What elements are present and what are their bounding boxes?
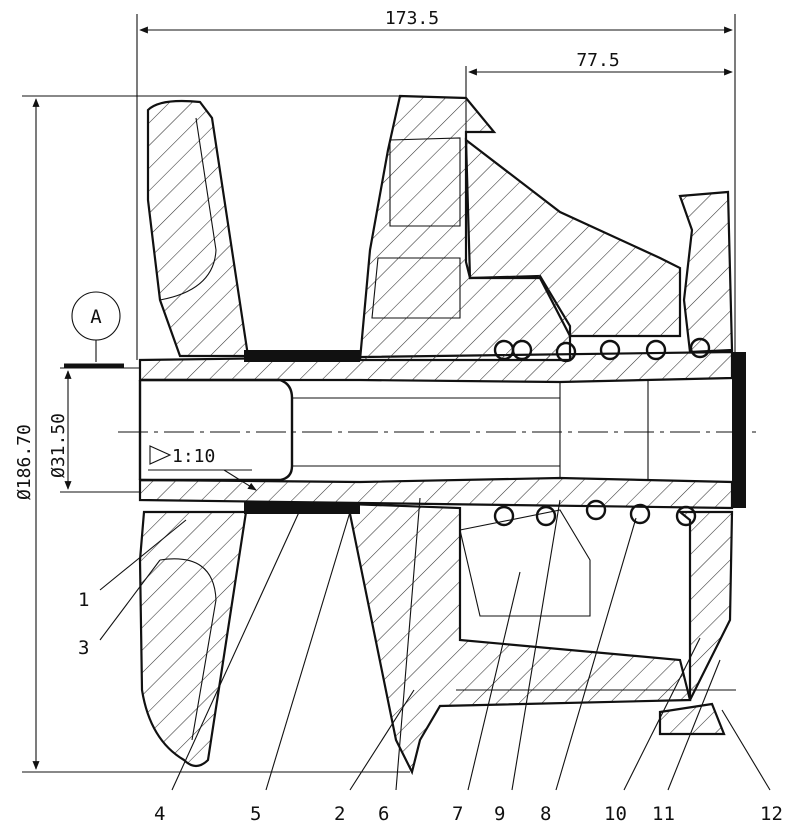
part-label-11: 11 [652, 803, 675, 825]
dimension-partial-length: 77.5 [466, 50, 732, 140]
part-label-6: 6 [378, 803, 389, 825]
part-label-7: 7 [452, 803, 463, 825]
dim-partial-length-text: 77.5 [576, 50, 619, 71]
shaft [140, 352, 746, 508]
part-label-10: 10 [604, 803, 627, 825]
part-label-9: 9 [494, 803, 505, 825]
taper-ratio-text: 1:10 [172, 446, 215, 467]
part-label-4: 4 [154, 803, 165, 825]
part-label-3: 3 [78, 637, 89, 659]
part-label-5: 5 [250, 803, 261, 825]
housing-center [348, 96, 690, 772]
datum-a: A [64, 292, 124, 366]
datum-a-label: A [90, 306, 102, 328]
part-label-2: 2 [334, 803, 345, 825]
dimension-bore-diameter: Ø31.50 [48, 368, 140, 492]
part-label-1: 1 [78, 589, 89, 611]
dim-outer-diameter-text: Ø186.70 [14, 424, 35, 500]
bushing-upper [244, 350, 360, 362]
bushing-lower [244, 502, 360, 514]
dim-overall-length-text: 173.5 [385, 8, 439, 29]
part-label-12: 12 [760, 803, 783, 825]
part-label-8: 8 [540, 803, 551, 825]
dim-bore-diameter-text: Ø31.50 [48, 413, 69, 478]
impeller-left [140, 101, 248, 766]
